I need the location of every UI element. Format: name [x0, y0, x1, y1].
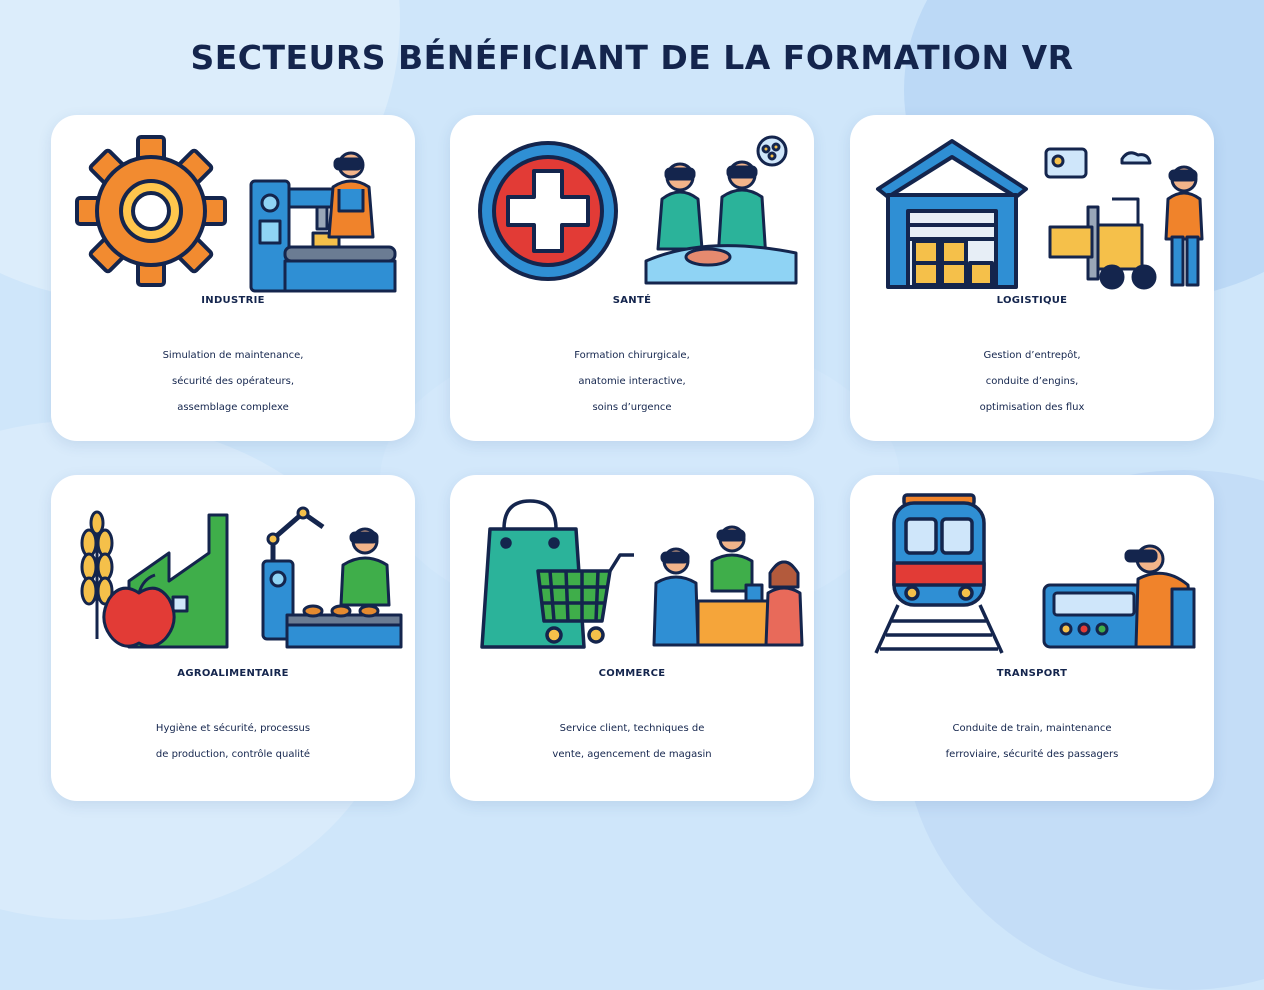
- card-transport: TRANSPORT Conduite de train, maintenance…: [850, 475, 1214, 801]
- sector-description: Simulation de maintenance, sécurité des …: [162, 350, 304, 413]
- agroalimentaire-illustration: [80, 506, 403, 649]
- card-commerce: COMMERCE Service client, techniques de v…: [450, 475, 814, 801]
- page-title: SECTEURS BÉNÉFICIANT DE LA FORMATION VR: [190, 38, 1074, 77]
- sector-description: Service client, techniques de vente, age…: [552, 723, 712, 760]
- forklift-worker-icon: [1044, 147, 1204, 290]
- card-sante: SANTÉ Formation chirurgicale, anatomie i…: [450, 115, 814, 441]
- commerce-illustration: [480, 499, 804, 649]
- sector-title: COMMERCE: [598, 668, 666, 679]
- sector-title: TRANSPORT: [996, 668, 1068, 679]
- wheat-apple-factory-icon: [80, 510, 229, 649]
- sector-description: Gestion d’entrepôt, conduite d’engins, o…: [979, 350, 1085, 413]
- warehouse-icon: [876, 139, 1028, 289]
- robot-arm-worker-icon: [261, 506, 403, 649]
- card-industrie: INDUSTRIE Simulation de maintenance, séc…: [51, 115, 415, 441]
- shopping-bag-cart-icon: [480, 499, 634, 649]
- card-logistique: LOGISTIQUE Gestion d’entrepôt, conduite …: [850, 115, 1214, 441]
- shop-counter-people-icon: [652, 525, 804, 647]
- medical-cross-icon: [478, 141, 618, 281]
- sector-description: Conduite de train, maintenance ferroviai…: [945, 723, 1119, 760]
- sector-title: SANTÉ: [612, 295, 652, 306]
- sector-description: Formation chirurgicale, anatomie interac…: [574, 350, 690, 413]
- transport-illustration: [874, 493, 1196, 654]
- logistique-illustration: [876, 139, 1204, 290]
- train-driver-icon: [1042, 544, 1196, 649]
- sector-description: Hygiène et sécurité, processus de produc…: [155, 723, 311, 760]
- train-icon: [874, 493, 1004, 654]
- factory-machine-worker-icon: [249, 151, 397, 293]
- gear-icon: [75, 135, 227, 287]
- industrie-illustration: [75, 135, 397, 293]
- sante-illustration: [478, 135, 798, 285]
- sector-title: AGROALIMENTAIRE: [177, 668, 289, 679]
- surgeons-icon: [644, 135, 798, 285]
- card-agroalimentaire: AGROALIMENTAIRE Hygiène et sécurité, pro…: [51, 475, 415, 801]
- sector-title: LOGISTIQUE: [996, 295, 1068, 306]
- sector-title: INDUSTRIE: [201, 295, 265, 306]
